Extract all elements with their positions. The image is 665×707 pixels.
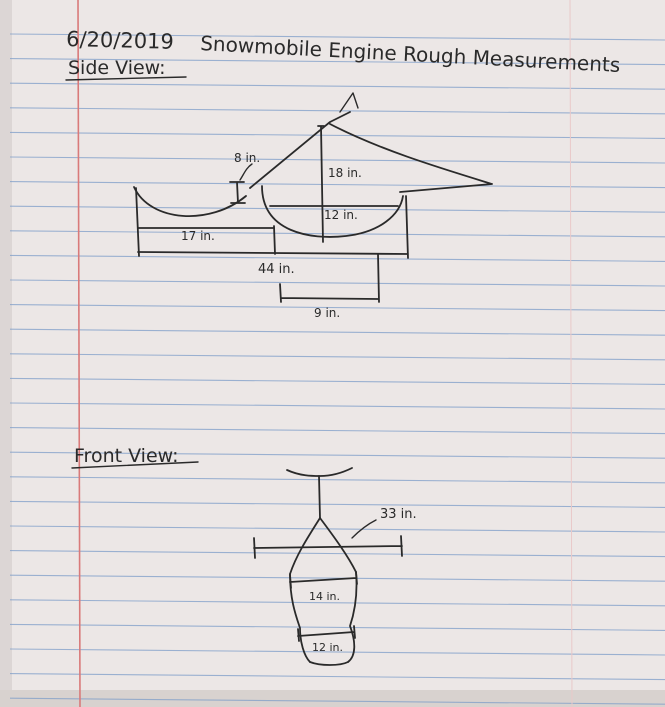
rule-line [9,697,665,705]
rule-line [9,181,665,189]
rule-line [9,304,665,312]
side-18in-line [317,125,325,243]
side-peak-left [249,111,351,189]
front-stem [318,475,321,519]
front-12in-line [297,625,356,642]
front-view-drawing [253,467,403,666]
side-view-drawing [133,92,493,303]
front-33in-pointer [351,519,377,539]
label-14in: 14 in. [309,590,340,603]
rule-line [9,131,665,139]
rule-line [9,599,665,607]
front-view-underline [71,461,199,469]
label-17in: 17 in. [181,229,215,243]
rule-line [9,107,665,115]
rule-line [9,427,665,435]
rule-line [9,648,665,656]
front-14in-line [289,571,358,589]
side-view-underline [65,76,187,81]
side-peak-tip [339,92,359,113]
rule-line [9,673,665,681]
rule-line [9,525,665,533]
side-8in-pointer [239,163,253,181]
rule-line [9,377,665,385]
rule-line [9,58,665,66]
ruled-lines [9,33,665,705]
front-top-handle [286,467,353,477]
rule-line [9,279,665,287]
front-33in-line [253,535,403,559]
side-left-bowl [133,186,247,218]
front-body-right [347,571,358,663]
paper-shadow-left [0,0,12,707]
rule-line [9,623,665,631]
label-18in: 18 in. [328,166,362,180]
rule-line [9,550,665,558]
rule-line [9,156,665,164]
rule-line [9,230,665,238]
label-44in: 44 in. [258,262,295,277]
rule-line [9,476,665,484]
side-44in-line [137,195,409,259]
rule-line [9,451,665,459]
label-12in-front: 12 in. [312,641,343,654]
rule-line [9,328,665,336]
side-8in-bracket [229,181,246,204]
title-date: 6/20/2019 [66,27,174,54]
side-view-heading: Side View: [68,57,166,79]
label-12in: 12 in. [324,208,358,222]
rule-line [9,205,665,213]
rule-line [9,402,665,410]
margin-line [77,0,81,707]
rule-line [9,254,665,262]
margin-line-right [569,0,573,707]
label-8in: 8 in. [234,151,260,165]
label-9in: 9 in. [314,306,340,320]
rule-line [9,574,665,582]
side-right-bowl [261,185,404,238]
front-body-left [289,573,311,663]
side-peak-right [329,123,493,193]
side-17in-line [135,187,275,257]
front-bottom [309,661,349,666]
rule-line [9,353,665,361]
rule-line [9,500,665,508]
rule-line [9,82,665,90]
front-view-heading: Front View: [74,445,179,467]
rule-line [9,33,665,41]
side-mid-tick [273,225,276,255]
side-9in-bracket [279,253,380,303]
label-33in: 33 in. [380,507,417,522]
